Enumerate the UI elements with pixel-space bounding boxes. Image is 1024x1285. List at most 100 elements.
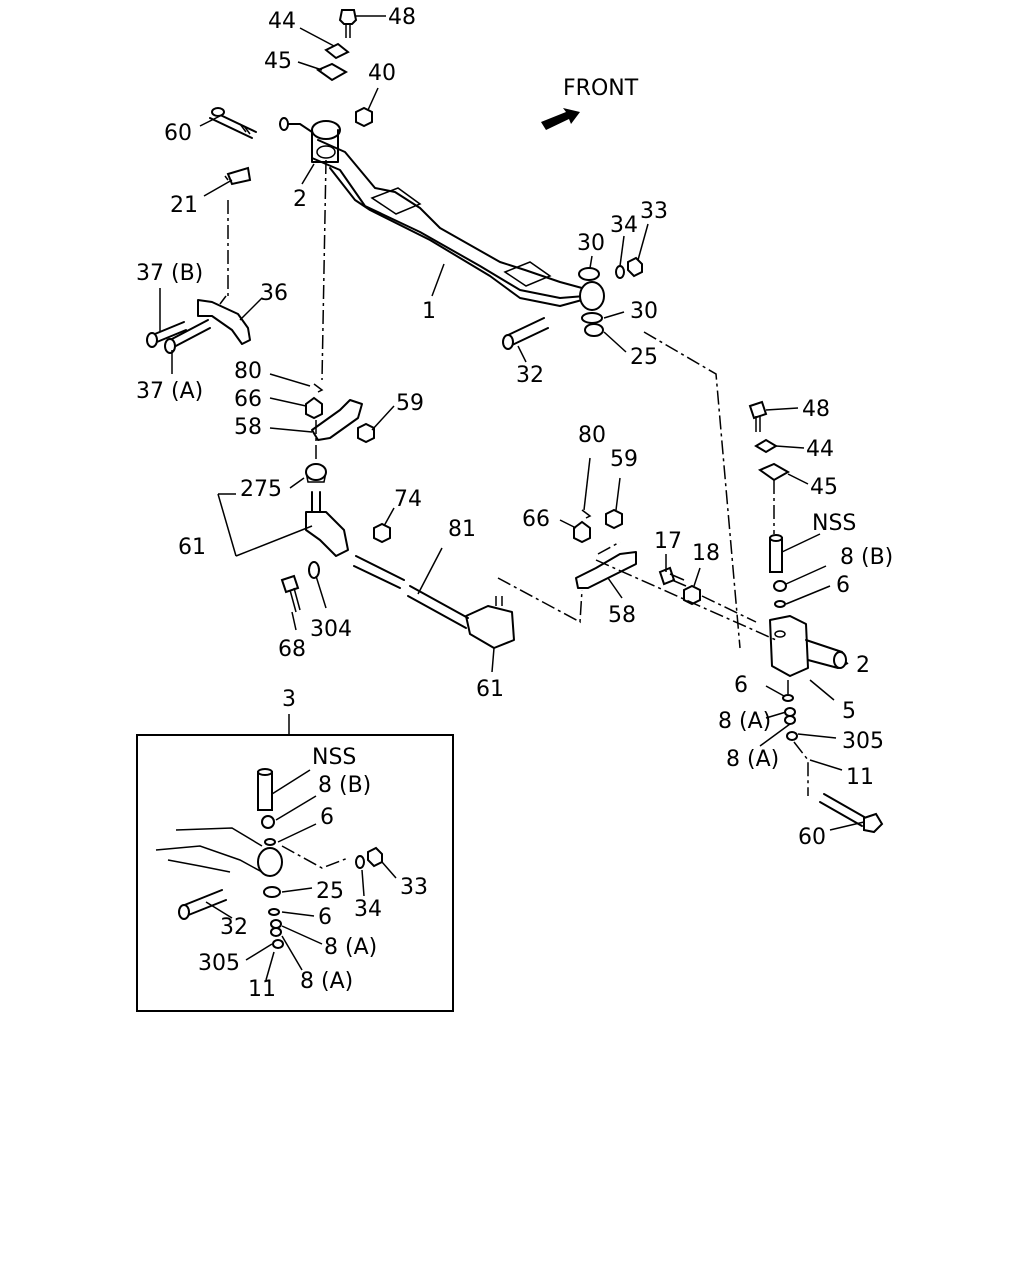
callout-61: 61 <box>476 677 504 702</box>
callout-40: 40 <box>368 61 396 86</box>
callout-6: 6 <box>734 673 748 698</box>
front-label: FRONT <box>563 76 639 101</box>
callout-3: 3 <box>282 687 296 712</box>
callout-32: 32 <box>516 363 544 388</box>
leader-lines <box>159 15 865 831</box>
align-line-left-kingpin <box>321 159 327 381</box>
pin-32-upper <box>502 317 549 350</box>
cotter-pin-80-right <box>581 509 592 519</box>
bolt-60-upper <box>209 107 257 139</box>
callout-17: 17 <box>654 529 682 554</box>
inset-callout-6: 6 <box>320 805 334 830</box>
left-kingpin-boss <box>279 117 341 163</box>
kingpin-nss-right <box>769 534 783 573</box>
washer-304 <box>308 561 320 579</box>
callout-11: 11 <box>846 765 874 790</box>
inset-shim-6-lower <box>268 908 280 916</box>
align-line-left-bracket <box>219 200 229 305</box>
callout-5: 5 <box>842 699 856 724</box>
callout-34: 34 <box>610 213 638 238</box>
inset-washer-25 <box>263 886 281 898</box>
callout-25: 25 <box>630 345 658 370</box>
nut-18 <box>683 584 701 606</box>
inset-shim-6-upper <box>264 838 276 846</box>
callout-68: 68 <box>278 637 306 662</box>
inset-callout-34: 34 <box>354 897 382 922</box>
callout-44: 44 <box>268 9 296 34</box>
callout-33: 33 <box>640 199 668 224</box>
inset-washer-34 <box>355 855 365 869</box>
nut-66-left <box>305 396 323 420</box>
tie-rod-end-61-left <box>305 491 349 557</box>
callout-60: 60 <box>164 121 192 146</box>
align-line-right-axle <box>643 331 741 649</box>
callout-8a: 8 (A) <box>726 747 779 772</box>
callout-36: 36 <box>260 281 288 306</box>
inset-seal-305 <box>272 939 284 949</box>
bolt-68 <box>280 574 301 613</box>
callout-8a: 8 (A) <box>718 709 771 734</box>
plate-45-right <box>757 462 791 482</box>
callout-30: 30 <box>577 231 605 256</box>
callout-6: 6 <box>836 573 850 598</box>
align-line-tierod <box>497 577 583 624</box>
align-line-knuckle-bolt <box>787 680 809 796</box>
callout-80: 80 <box>234 359 262 384</box>
inset-bushing-8a <box>270 919 282 937</box>
dust-boot-275 <box>305 463 327 483</box>
bracket-36 <box>197 299 251 345</box>
callout-2: 2 <box>293 187 307 212</box>
align-line-arm-knuckle <box>595 541 777 641</box>
axle-beam <box>311 139 597 307</box>
callout-74: 74 <box>394 487 422 512</box>
washer-25-upper <box>584 323 604 337</box>
bolt-48-upper <box>338 9 358 38</box>
inset-callout-25: 25 <box>316 879 344 904</box>
tie-rod-81 <box>353 555 469 629</box>
tie-rod-end-61-right <box>465 596 515 649</box>
inset-align-line <box>281 845 349 869</box>
steering-knuckle <box>769 615 847 677</box>
washer-30-lower <box>581 312 603 324</box>
callout-59: 59 <box>610 447 638 472</box>
inset-axle-end <box>155 827 283 877</box>
nut-40 <box>355 106 373 128</box>
callout-labels: 44 48 45 40 60 21 2 37 (B) 36 37 (A) 1 3… <box>136 5 893 850</box>
seal-305-right <box>786 731 798 741</box>
callout-45: 45 <box>264 49 292 74</box>
callout-80: 80 <box>578 423 606 448</box>
callout-45: 45 <box>810 475 838 500</box>
washer-34-upper <box>615 265 625 279</box>
washer-44-upper <box>324 42 350 60</box>
inset-kingpin-nss <box>257 768 273 811</box>
callout-nss: NSS <box>812 511 856 536</box>
inset-callout-8a: 8 (A) <box>300 969 353 994</box>
bushing-8a-right <box>784 707 796 725</box>
callout-58: 58 <box>234 415 262 440</box>
callout-304: 304 <box>310 617 352 642</box>
inset-callout-nss: NSS <box>312 745 356 770</box>
arm-58-left <box>311 399 363 441</box>
inset-callout-305: 305 <box>198 951 240 976</box>
bolt-37b <box>146 321 187 348</box>
inset-frame <box>136 734 454 1012</box>
plate-45-upper <box>315 62 349 82</box>
cotter-pin-80-left <box>313 383 324 393</box>
align-line-armarm <box>701 595 757 623</box>
shim-6-right-upper <box>774 600 786 608</box>
callout-44: 44 <box>806 437 834 462</box>
washer-30-upper <box>578 267 600 281</box>
callout-48: 48 <box>388 5 416 30</box>
callout-61: 61 <box>178 535 206 560</box>
front-arrow-icon <box>541 108 580 130</box>
bolt-48-right <box>748 400 768 432</box>
inset-leader-lines <box>205 769 397 981</box>
callout-60: 60 <box>798 825 826 850</box>
inset-callout-labels: NSS 8 (B) 6 25 33 34 32 6 8 (A) 305 11 8… <box>198 745 428 1002</box>
callout-58: 58 <box>608 603 636 628</box>
callout-66: 66 <box>234 387 262 412</box>
arm-58-right <box>575 551 637 589</box>
inset-callout-32: 32 <box>220 915 248 940</box>
callout-8b: 8 (B) <box>840 545 893 570</box>
